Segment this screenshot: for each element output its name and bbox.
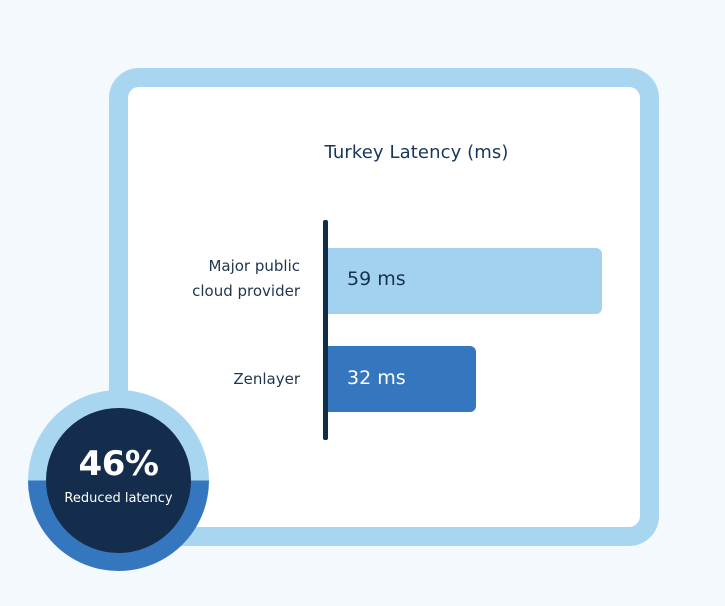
- bar-value-label-major-cloud: 59 ms: [347, 268, 406, 290]
- stat-value: 46%: [78, 444, 159, 484]
- bar-major-cloud: [326, 248, 602, 314]
- category-label-zenlayer: Zenlayer: [233, 367, 300, 392]
- bar-value-label-zenlayer: 32 ms: [347, 367, 406, 389]
- stat-label: Reduced latency: [64, 491, 173, 506]
- category-label-major-cloud: Major public cloud provider: [192, 254, 300, 304]
- chart-title: Turkey Latency (ms): [324, 142, 509, 163]
- category-label-line: cloud provider: [192, 282, 300, 300]
- chart-axis-line: [323, 220, 328, 440]
- category-label-line: Major public: [208, 257, 300, 275]
- bar-zenlayer: [326, 346, 476, 412]
- category-label-line: Zenlayer: [233, 370, 300, 388]
- stat-circle: [46, 408, 191, 553]
